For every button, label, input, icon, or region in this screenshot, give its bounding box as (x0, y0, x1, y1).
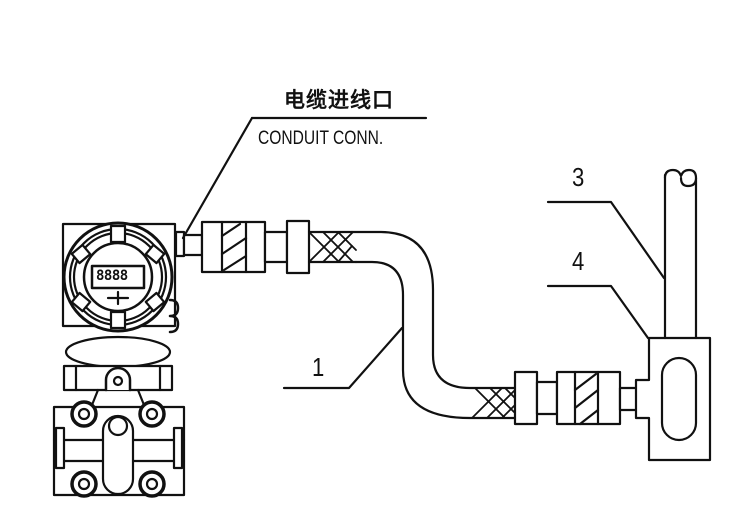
braided-sleeve-left (307, 230, 358, 264)
flexible-cable (350, 230, 517, 420)
leader-line-conduit (181, 116, 254, 240)
conduit-label-en: CONDUIT CONN. (258, 128, 384, 149)
sensor-flange (52, 400, 186, 498)
part-label-3: 3 (572, 162, 585, 192)
transmitter-housing (61, 221, 180, 334)
transmitter-neck (64, 335, 172, 369)
leader-line-4 (546, 284, 650, 340)
display-readout: 8888 (96, 268, 128, 284)
braided-sleeve-right (471, 387, 516, 419)
part-label-4: 4 (572, 246, 585, 276)
conduit-label-cn: 电缆进线口 (284, 88, 394, 112)
leader-line-3 (546, 200, 666, 280)
mounting-block (62, 364, 174, 407)
part-label-1: 1 (312, 352, 325, 382)
vertical-pipe (663, 168, 698, 340)
leader-line-1 (282, 326, 404, 390)
junction-box (634, 336, 712, 462)
conduit-fitting-right (513, 370, 640, 426)
conduit-fitting-left (174, 219, 311, 275)
